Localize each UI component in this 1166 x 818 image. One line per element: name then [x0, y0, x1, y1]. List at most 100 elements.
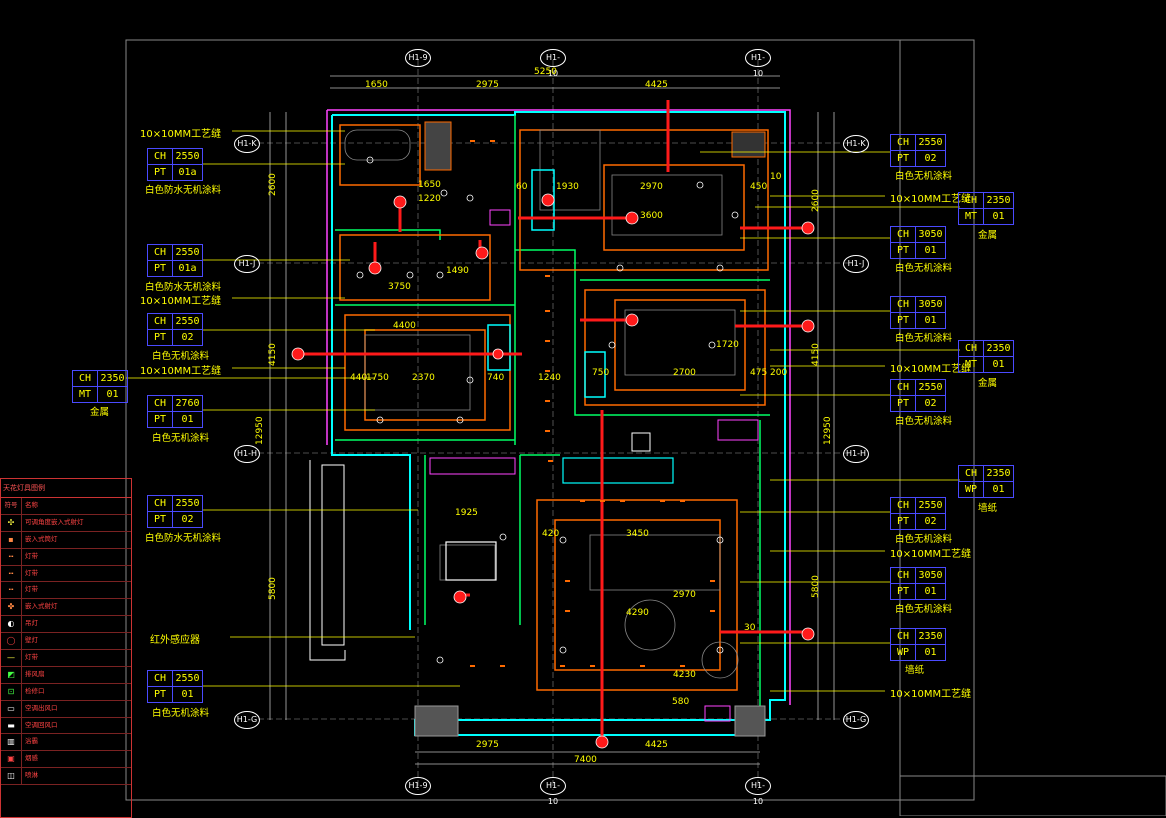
grid-bubble-right-g: H1-G: [843, 711, 869, 729]
tag-caption-right-4: 白色无机涂料: [895, 416, 953, 427]
legend-symbol-icon: ▣: [1, 751, 22, 768]
dim-int-2: 3750: [388, 282, 411, 292]
legend-row-label: 嵌入式射灯: [25, 602, 58, 611]
legend-row-label: 空调回风口: [25, 720, 58, 729]
ceiling-outlines: [339, 124, 769, 691]
section-markers: [291, 193, 815, 749]
legend-row-label: 浴霸: [25, 737, 38, 746]
dim-right-1: 2600: [811, 189, 821, 212]
fixtures: [414, 121, 766, 737]
legend-row-label: 检修口: [25, 686, 45, 695]
legend-row-label: 烟感: [25, 754, 38, 763]
dim-int-7: 1930: [556, 182, 579, 192]
legend-row: ┅灯带: [1, 565, 131, 583]
note-groove-2: 10×10MM工艺缝: [140, 296, 222, 307]
legend-symbol-icon: —: [1, 650, 22, 666]
legend-row: ┅灯带: [1, 548, 131, 566]
legend-symbol-icon: ▥: [1, 734, 22, 751]
legend-row-label: 可调角度嵌入式射灯: [25, 517, 84, 526]
dim-int-23: 4290: [626, 608, 649, 618]
grid-bubble-top-3: H1-10: [745, 49, 771, 78]
tag-caption-left-2: 白色防水无机涂料: [145, 282, 222, 293]
dim-int-17: 1240: [538, 373, 561, 383]
legend-symbol-icon: ┅: [1, 548, 22, 565]
grid-bubble-top-1: H1-9: [405, 49, 431, 67]
dim-int-24: 1925: [455, 508, 478, 518]
legend-row: ▥浴霸: [1, 734, 131, 752]
tag-caption-left-1: 白色防水无机涂料: [145, 185, 222, 196]
dim-int-18: 750: [592, 368, 610, 378]
dim-int-21: 3450: [626, 529, 649, 539]
dim-int-28: 200: [770, 368, 788, 378]
legend-row-label: 嵌入式筒灯: [25, 534, 58, 543]
tag-caption-right-5: 白色无机涂料: [895, 534, 953, 545]
legend-row: ⊡检修口: [1, 683, 131, 701]
tag-caption-left-3: 白色无机涂料: [152, 351, 210, 362]
legend-row: ▬空调回风口: [1, 717, 131, 735]
dim-int-25: 580: [672, 697, 690, 707]
dim-bottom-total: 7400: [574, 755, 597, 765]
grid-bubble-right-h: H1-H: [843, 445, 869, 463]
legend-row-label: 灯带: [25, 551, 38, 560]
dim-int-15: 2370: [412, 373, 435, 383]
legend-row: ◐吊灯: [1, 616, 131, 634]
note-groove-3: 10×10MM工艺缝: [140, 366, 222, 377]
tag-caption-left-6: 白色无机涂料: [152, 708, 210, 719]
dim-top-2: 2975: [476, 80, 499, 90]
legend-col-symbol: 符号: [1, 498, 22, 514]
legend-row-label: 灯带: [25, 653, 38, 662]
dim-right-3: 5800: [811, 575, 821, 598]
ceiling-lights: [356, 156, 739, 664]
tag-caption-left-4: 白色无机涂料: [152, 433, 210, 444]
dim-int-4: 1220: [418, 194, 441, 204]
legend-row-label: 空调出风口: [25, 703, 58, 712]
legend-row-label: 灯带: [25, 585, 38, 594]
dim-int-9: 10: [770, 172, 782, 182]
tag-caption-right-6: 白色无机涂料: [895, 604, 953, 615]
legend-row-label: 喷淋: [25, 771, 38, 780]
furniture-lines: [344, 129, 739, 679]
grid-bubble-left-g: H1-G: [234, 711, 260, 729]
dim-int-1: 1650: [418, 180, 441, 190]
sheet-frame: [125, 39, 975, 801]
tag-caption-right-1: 白色无机涂料: [895, 171, 953, 182]
tag-caption-far-left: 金属: [90, 407, 110, 418]
grid-bubble-left-j: H1-J: [234, 255, 260, 273]
interior-walls: [335, 115, 770, 710]
legend-symbol-icon: ▬: [1, 717, 22, 734]
leader-lines: [126, 130, 960, 692]
dim-int-16: 740: [487, 373, 505, 383]
tag-caption-right-2: 白色无机涂料: [895, 263, 953, 274]
downlights: [470, 140, 715, 667]
dim-int-8: 60: [516, 182, 528, 192]
legend-row: ◯壁灯: [1, 633, 131, 651]
note-groove-5: 10×10MM工艺缝: [890, 364, 972, 375]
dim-int-13: 440: [350, 373, 368, 383]
lighting-legend-table: 天花灯具图例 符号 名称 ✣可调角度嵌入式射灯▪嵌入式筒灯┅灯带┅灯带┅灯带✤嵌…: [0, 478, 132, 818]
section-lines: [298, 100, 808, 740]
dim-int-29: 475: [750, 368, 768, 378]
legend-rows: ✣可调角度嵌入式射灯▪嵌入式筒灯┅灯带┅灯带┅灯带✤嵌入式射灯◐吊灯◯壁灯—灯带…: [1, 514, 131, 786]
legend-symbol-icon: ✤: [1, 599, 22, 616]
dim-int-26: 420: [542, 529, 560, 539]
tag-caption-far-right-1: 金属: [978, 230, 998, 241]
legend-row: ◩排风扇: [1, 666, 131, 684]
legend-col-header: 符号 名称: [1, 498, 131, 515]
legend-symbol-icon: ⊡: [1, 683, 22, 700]
legend-symbol-icon: ┅: [1, 582, 22, 599]
dim-left-3: 5800: [268, 577, 278, 600]
dim-top-total: 5250: [534, 67, 557, 77]
dim-int-11: 2700: [673, 368, 696, 378]
legend-row: ┅灯带: [1, 582, 131, 600]
